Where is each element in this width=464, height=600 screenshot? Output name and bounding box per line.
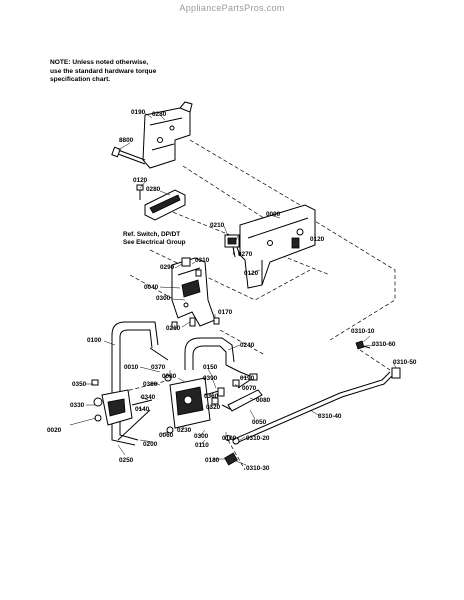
center-pivot-assembly (164, 374, 233, 434)
callout-label: 0120 (310, 236, 325, 243)
callout-label: 0300 (156, 295, 171, 302)
callout-label: 8800 (119, 137, 134, 144)
callout-label: 0120 (133, 177, 148, 184)
callout-leaders (69, 112, 397, 466)
note-line-1: NOTE: Unless noted otherwise, (50, 59, 149, 66)
callout-label: 0250 (119, 457, 134, 464)
callout-label: 0210 (210, 222, 225, 229)
callout-label: 0140 (135, 406, 150, 413)
mounting-plate-0090 (239, 204, 316, 289)
callout-label: 0310-60 (372, 341, 396, 348)
callout-label: 0170 (218, 309, 233, 316)
callout-label: 0280 (146, 186, 161, 193)
note-line-2: use the standard hardware torque (50, 67, 157, 75)
callout-label: 0190 (131, 109, 146, 116)
watermark: AppliancePartsPros.com (179, 3, 285, 13)
callout-label: 0090 (266, 211, 281, 218)
callout-label: 0150 (203, 364, 218, 371)
callout-label: 0060 (159, 432, 174, 439)
callout-label: 0070 (242, 385, 257, 392)
callout-label: 0320 (206, 404, 221, 411)
callout-label: 0100 (87, 337, 102, 344)
callout-label: 0020 (47, 427, 62, 434)
callout-label: 0310 (195, 257, 210, 264)
callout-label: 0120 (244, 270, 259, 277)
callout-label: 0310-50 (393, 359, 417, 366)
callout-label: 0310-40 (318, 413, 342, 420)
mid-bracket (136, 184, 186, 221)
note-line-3: specification chart. (50, 76, 111, 84)
callout-label: 0180 (205, 457, 220, 464)
callout-label: 0080 (256, 397, 271, 404)
upper-mount-bracket (142, 101, 193, 169)
callout-labels: 0190 0280 8800 0120 0280 0090 0210 0120 … (47, 109, 417, 472)
bolt-8800 (111, 146, 146, 165)
callout-label: 0300 (194, 433, 209, 440)
callout-label: 0310-30 (246, 465, 270, 472)
callout-label: 0050 (252, 419, 267, 426)
right-handle-0240 (184, 337, 251, 377)
callout-label: 0310-20 (246, 435, 270, 442)
callout-label: 0010 (124, 364, 139, 371)
left-pivot-assembly (91, 379, 153, 426)
left-handle-0100 (111, 321, 169, 446)
switch-assembly (224, 234, 241, 258)
callout-label: 0370 (151, 364, 166, 371)
callout-label: 0100 (222, 435, 237, 442)
callout-label: 0330 (70, 402, 85, 409)
callout-label: 0310-10 (351, 328, 375, 335)
small-pins (171, 317, 220, 329)
callout-label: 0280 (152, 111, 167, 118)
callout-label: 0340 (141, 394, 156, 401)
link-rods (117, 373, 263, 441)
callout-label: 0360 (204, 393, 219, 400)
callout-label: 0200 (143, 441, 158, 448)
torque-note: NOTE: Unless noted otherwise, use the st… (50, 59, 156, 85)
long-rod-0310-40 (224, 340, 401, 466)
callout-label: 0230 (177, 427, 192, 434)
callout-label: 0290 (160, 264, 175, 271)
callout-label: 0350 (72, 381, 87, 388)
lever-bracket (171, 257, 216, 327)
callout-label: 0110 (195, 442, 209, 449)
callout-label: 0210 (166, 325, 181, 332)
reference-line-1: Ref. Switch, DP/DT (123, 231, 180, 238)
callout-label: 0380 (143, 381, 158, 388)
callout-label: 0390 (203, 375, 218, 382)
callout-label: 0080 (162, 373, 177, 380)
callout-label: 0190 (240, 375, 255, 382)
callout-label: 0040 (144, 284, 159, 291)
reference-line-2: See Electrical Group (123, 239, 186, 246)
callout-label: 0240 (240, 342, 255, 349)
callout-label: 0270 (238, 251, 253, 258)
